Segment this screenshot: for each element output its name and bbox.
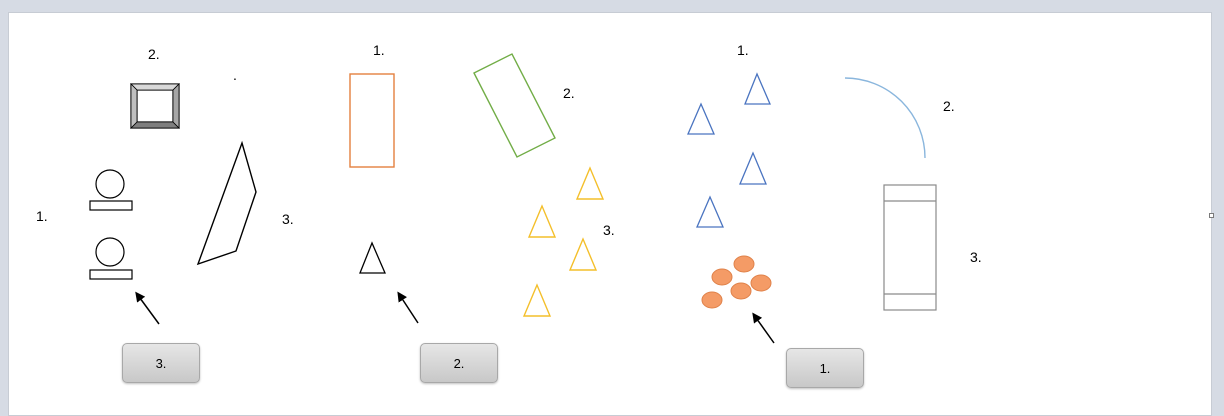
- button-1-label: 1.: [819, 360, 831, 376]
- yellow-triangle[interactable]: [522, 283, 552, 317]
- group2-green-rectangle[interactable]: [473, 53, 556, 158]
- orange-oval[interactable]: [750, 274, 772, 292]
- button-3-label: 3.: [155, 355, 167, 371]
- yellow-triangle[interactable]: [575, 166, 605, 200]
- orange-oval[interactable]: [711, 268, 733, 286]
- group1-quadrilateral-shape[interactable]: [196, 140, 257, 266]
- group2-label-top: 1.: [373, 42, 385, 58]
- group1-arrow: [135, 291, 160, 325]
- group1-person-shape-bottom[interactable]: [89, 237, 133, 280]
- group3-arrow: [752, 312, 775, 344]
- group1-frame-shape[interactable]: [130, 83, 180, 129]
- button-3[interactable]: 3.: [122, 343, 200, 383]
- slide-canvas: [8, 12, 1212, 416]
- group3-label-right: 3.: [970, 249, 982, 265]
- group1-person-shape-top[interactable]: [89, 169, 133, 211]
- group3-label-upper-right: 2.: [943, 98, 955, 114]
- yellow-triangle[interactable]: [527, 204, 557, 238]
- group2-arrow: [397, 291, 419, 324]
- blue-triangle[interactable]: [744, 72, 771, 105]
- group3-orange-ovals[interactable]: [701, 255, 772, 309]
- resize-handle[interactable]: [1209, 213, 1214, 218]
- group1-label-left: 1.: [36, 208, 48, 224]
- blue-triangle[interactable]: [696, 195, 724, 228]
- group3-blue-triangles[interactable]: [687, 72, 771, 228]
- group3-arc-shape[interactable]: [844, 77, 926, 159]
- group2-orange-rectangle[interactable]: [349, 73, 395, 168]
- button-2[interactable]: 2.: [420, 343, 498, 383]
- blue-triangle[interactable]: [687, 102, 715, 135]
- group1-label-right: 3.: [282, 211, 294, 227]
- group3-label-top: 1.: [737, 42, 749, 58]
- group2-label-upper-right: 2.: [563, 85, 575, 101]
- group2-yellow-triangles[interactable]: [522, 166, 605, 317]
- yellow-triangle[interactable]: [568, 237, 598, 271]
- button-1[interactable]: 1.: [786, 348, 864, 388]
- group1-label-dot: .: [233, 67, 237, 83]
- button-2-label: 2.: [453, 355, 465, 371]
- group2-label-right: 3.: [603, 222, 615, 238]
- orange-oval[interactable]: [701, 291, 723, 309]
- orange-oval[interactable]: [733, 255, 755, 273]
- group3-bench-rectangle[interactable]: [883, 184, 937, 311]
- orange-oval[interactable]: [730, 282, 752, 300]
- blue-triangle[interactable]: [739, 151, 767, 185]
- group2-black-triangle[interactable]: [359, 241, 386, 274]
- group1-label-top: 2.: [148, 46, 160, 62]
